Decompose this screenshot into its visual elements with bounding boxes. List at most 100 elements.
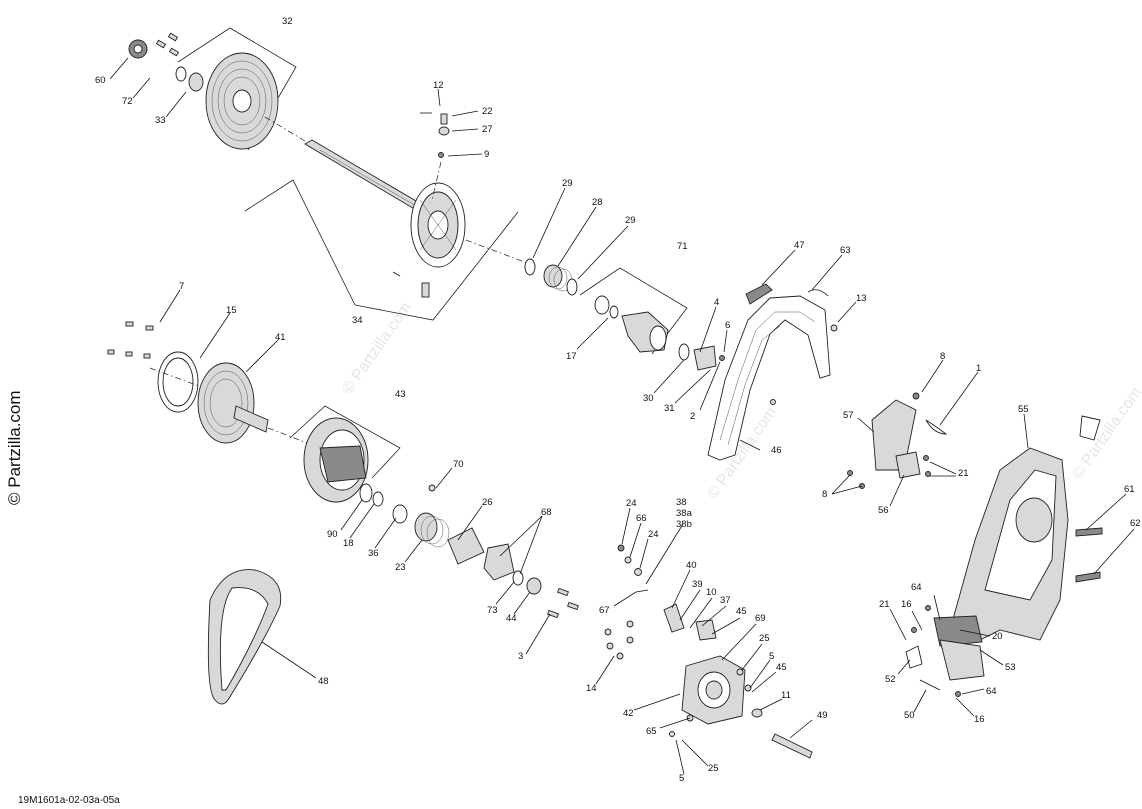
screw [830, 324, 838, 332]
callout-label: 49 [817, 710, 828, 721]
washer [524, 258, 536, 276]
callout-label: 21 [879, 599, 890, 610]
callout-label: 12 [433, 80, 444, 91]
callout-label: 50 [904, 710, 915, 721]
driven-pulley-spring-group [524, 258, 725, 371]
callout-label: 55 [1018, 404, 1029, 415]
callout-label: 32 [282, 16, 293, 27]
belt-guard [707, 295, 831, 461]
callout-label: 57 [843, 410, 854, 421]
watermark-text: © Partzilla.com [339, 299, 415, 397]
support-plate [939, 639, 985, 681]
callout-label: 30 [643, 393, 654, 404]
callout-label: 37 [720, 595, 731, 606]
screw [428, 484, 436, 492]
bolt [168, 47, 180, 57]
callout-label: 66 [636, 513, 647, 524]
seal-strip [1075, 571, 1101, 583]
seal-strip [1075, 527, 1103, 537]
callout-label: 73 [487, 605, 498, 616]
hub [233, 405, 269, 433]
callout-label: 26 [482, 497, 493, 508]
callout-label: 45 [736, 606, 747, 617]
cover-support-group [905, 605, 985, 697]
callout-label: 13 [856, 293, 867, 304]
pulley-cover-group [949, 415, 1103, 641]
callout-label: 1 [976, 363, 981, 374]
callout-label: 47 [794, 240, 805, 251]
bolt [771, 733, 813, 759]
callout-label: 28 [592, 197, 603, 208]
ring [359, 483, 373, 503]
callout-label: 60 [95, 75, 106, 86]
callout-label: 5 [769, 651, 774, 662]
washer [678, 343, 690, 361]
spring [543, 264, 563, 288]
callout-label: 2 [690, 411, 695, 422]
callout-label: 10 [706, 587, 717, 598]
callout-label: 24 [648, 529, 659, 540]
pin [925, 419, 948, 435]
washer [751, 708, 763, 718]
callout-label: 67 [599, 605, 610, 616]
washer [624, 556, 632, 564]
callout-label: 72 [122, 96, 133, 107]
callout-label: 44 [506, 613, 517, 624]
bolt [125, 351, 133, 357]
callout-label: 46 [771, 445, 782, 456]
callout-label: 16 [901, 599, 912, 610]
callout-label: 22 [482, 106, 493, 117]
drive-pulley-group [107, 321, 311, 445]
callout-label: 70 [453, 459, 464, 470]
callout-label: 38a [676, 508, 693, 519]
callout-label: 41 [275, 332, 286, 343]
callout-label: 24 [626, 498, 637, 509]
bolt [145, 325, 154, 331]
callout-label: 7 [179, 281, 184, 292]
callout-label: 61 [1124, 484, 1135, 495]
callout-label: 31 [664, 403, 675, 414]
leader-lines [109, 57, 1135, 775]
mounting-bracket-group [847, 392, 948, 489]
nut [617, 544, 625, 552]
bushing [526, 577, 542, 595]
driven-pulley-assembly [128, 27, 536, 321]
callout-label: 11 [781, 690, 791, 701]
washer [566, 278, 578, 296]
bracket-part [693, 345, 717, 371]
spring [414, 512, 438, 542]
callout-label: 53 [1005, 662, 1016, 673]
callout-label: 29 [625, 215, 636, 226]
ring [175, 66, 187, 82]
callout-label: 17 [566, 351, 577, 362]
callout-label: 8 [822, 489, 827, 500]
ring [512, 570, 524, 586]
bolt [167, 32, 179, 42]
callout-label: 8 [940, 351, 945, 362]
callout-label: 69 [755, 613, 766, 624]
callout-label: 56 [878, 505, 889, 516]
callout-label: 29 [562, 178, 573, 189]
callout-label: 18 [343, 538, 354, 549]
callout-label: 63 [840, 245, 851, 256]
bolt [125, 321, 134, 327]
callout-label: 45 [776, 662, 787, 673]
diagram-reference-code: 19M1601a-02-03a-05a [18, 795, 120, 806]
callout-label: 71 [677, 241, 688, 252]
callout-label: 23 [395, 562, 406, 573]
bolt [557, 587, 569, 597]
callout-label: 16 [974, 714, 985, 725]
bolt [155, 39, 167, 49]
callout-label: 15 [226, 305, 237, 316]
callout-label: 25 [759, 633, 770, 644]
callout-label: 42 [623, 708, 634, 719]
guard-clip [745, 283, 773, 305]
bolt [547, 609, 559, 619]
plate [695, 619, 717, 641]
callout-label: 27 [482, 124, 493, 135]
callout-label: 48 [318, 676, 329, 687]
callout-label: 21 [958, 468, 969, 479]
drive-pulley-assembly [289, 405, 579, 619]
callout-label: 39 [692, 579, 703, 590]
